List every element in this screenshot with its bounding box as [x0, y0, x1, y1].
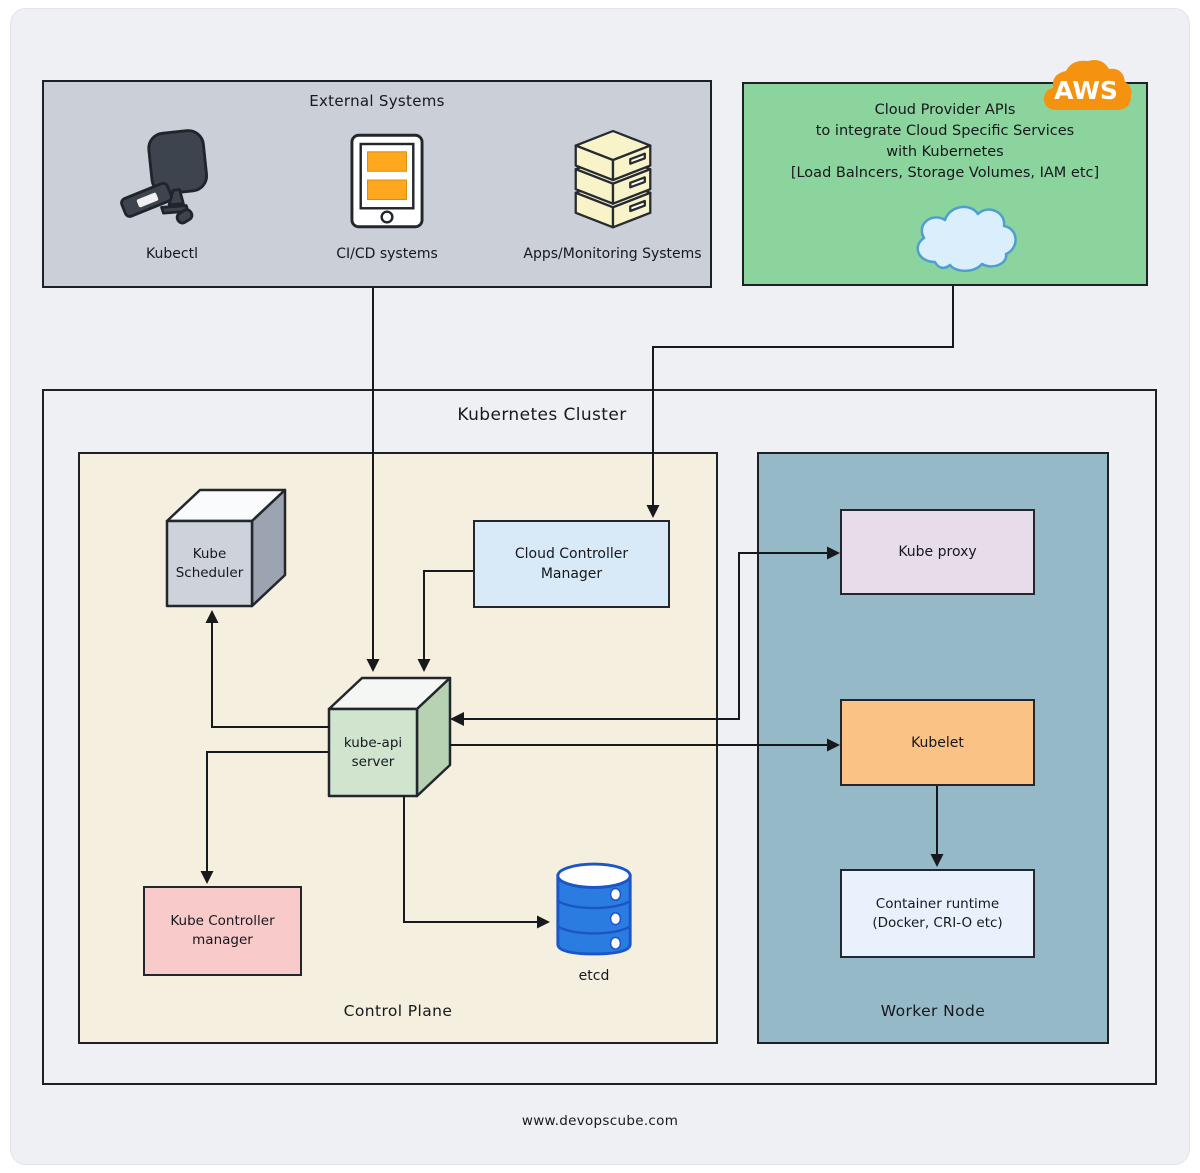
cloud-provider-line-4: [Load Balncers, Storage Volumes, IAM etc…: [790, 165, 1100, 181]
aws-badge-text: AWS: [1054, 76, 1118, 105]
computer-terminal-icon: [120, 120, 224, 242]
cloud-icon: [916, 205, 1017, 273]
kube-scheduler-label: Kube Scheduler: [167, 522, 252, 606]
cicd-label: CI/CD systems: [336, 246, 438, 262]
kube-scheduler-line-2: Scheduler: [175, 565, 244, 581]
cloud-provider-text: Cloud Provider APIs to integrate Cloud S…: [744, 100, 1146, 184]
kcm-line-1: Kube Controller: [170, 913, 275, 929]
cloud-provider-line-3: with Kubernetes: [886, 144, 1004, 160]
kubernetes-cluster-title: Kubernetes Cluster: [457, 405, 627, 425]
external-item-kubectl: Kubectl: [97, 120, 247, 262]
kube-api-line-2: server: [351, 753, 395, 770]
server-stack-icon: [563, 120, 663, 242]
aws-logo-icon: AWS: [1044, 60, 1132, 110]
footer-url: www.devopscube.com: [521, 1113, 679, 1129]
ccm-line-2: Manager: [540, 566, 603, 582]
kube-api-server-label: kube-api server: [329, 709, 417, 796]
kube-controller-manager-box: Kube Controller manager: [143, 886, 302, 976]
apps-monitoring-label: Apps/Monitoring Systems: [523, 246, 702, 262]
cloud-provider-box: Cloud Provider APIs to integrate Cloud S…: [742, 82, 1148, 286]
external-item-apps-monitoring: Apps/Monitoring Systems: [523, 120, 702, 262]
external-systems-title: External Systems: [309, 92, 445, 110]
kubelet-label: Kubelet: [911, 734, 964, 751]
worker-node-label: Worker Node: [880, 1002, 986, 1020]
kube-scheduler-cube: [165, 488, 287, 608]
container-runtime-box: Container runtime (Docker, CRI-O etc): [840, 869, 1035, 958]
kubernetes-cluster-box: Kubernetes Cluster: [42, 389, 1157, 1085]
kubectl-label: Kubectl: [146, 246, 198, 262]
etcd-label: etcd: [578, 968, 610, 984]
cloud-controller-manager-box: Cloud Controller Manager: [473, 520, 670, 608]
ccm-line-1: Cloud Controller: [514, 546, 629, 562]
cloud-provider-line-2: to integrate Cloud Specific Services: [815, 123, 1075, 139]
cloud-provider-line-1: Cloud Provider APIs: [874, 102, 1016, 118]
external-systems-box: External Systems Kubectl: [42, 80, 712, 288]
kubelet-box: Kubelet: [840, 699, 1035, 786]
kube-api-line-1: kube-api: [343, 734, 403, 751]
container-runtime-line-1: Container runtime: [875, 895, 1000, 912]
etcd-database-icon: [556, 862, 632, 956]
control-plane-label: Control Plane: [343, 1002, 453, 1020]
kube-proxy-box: Kube proxy: [840, 509, 1035, 595]
mobile-pipeline-icon: [350, 120, 424, 242]
kube-api-server-cube: [327, 676, 452, 798]
kube-proxy-label: Kube proxy: [898, 544, 977, 560]
external-item-cicd: CI/CD systems: [312, 120, 462, 262]
kcm-line-2: manager: [192, 932, 253, 948]
kube-scheduler-line-1: Kube: [192, 546, 227, 562]
container-runtime-line-2: (Docker, CRI-O etc): [872, 914, 1003, 931]
